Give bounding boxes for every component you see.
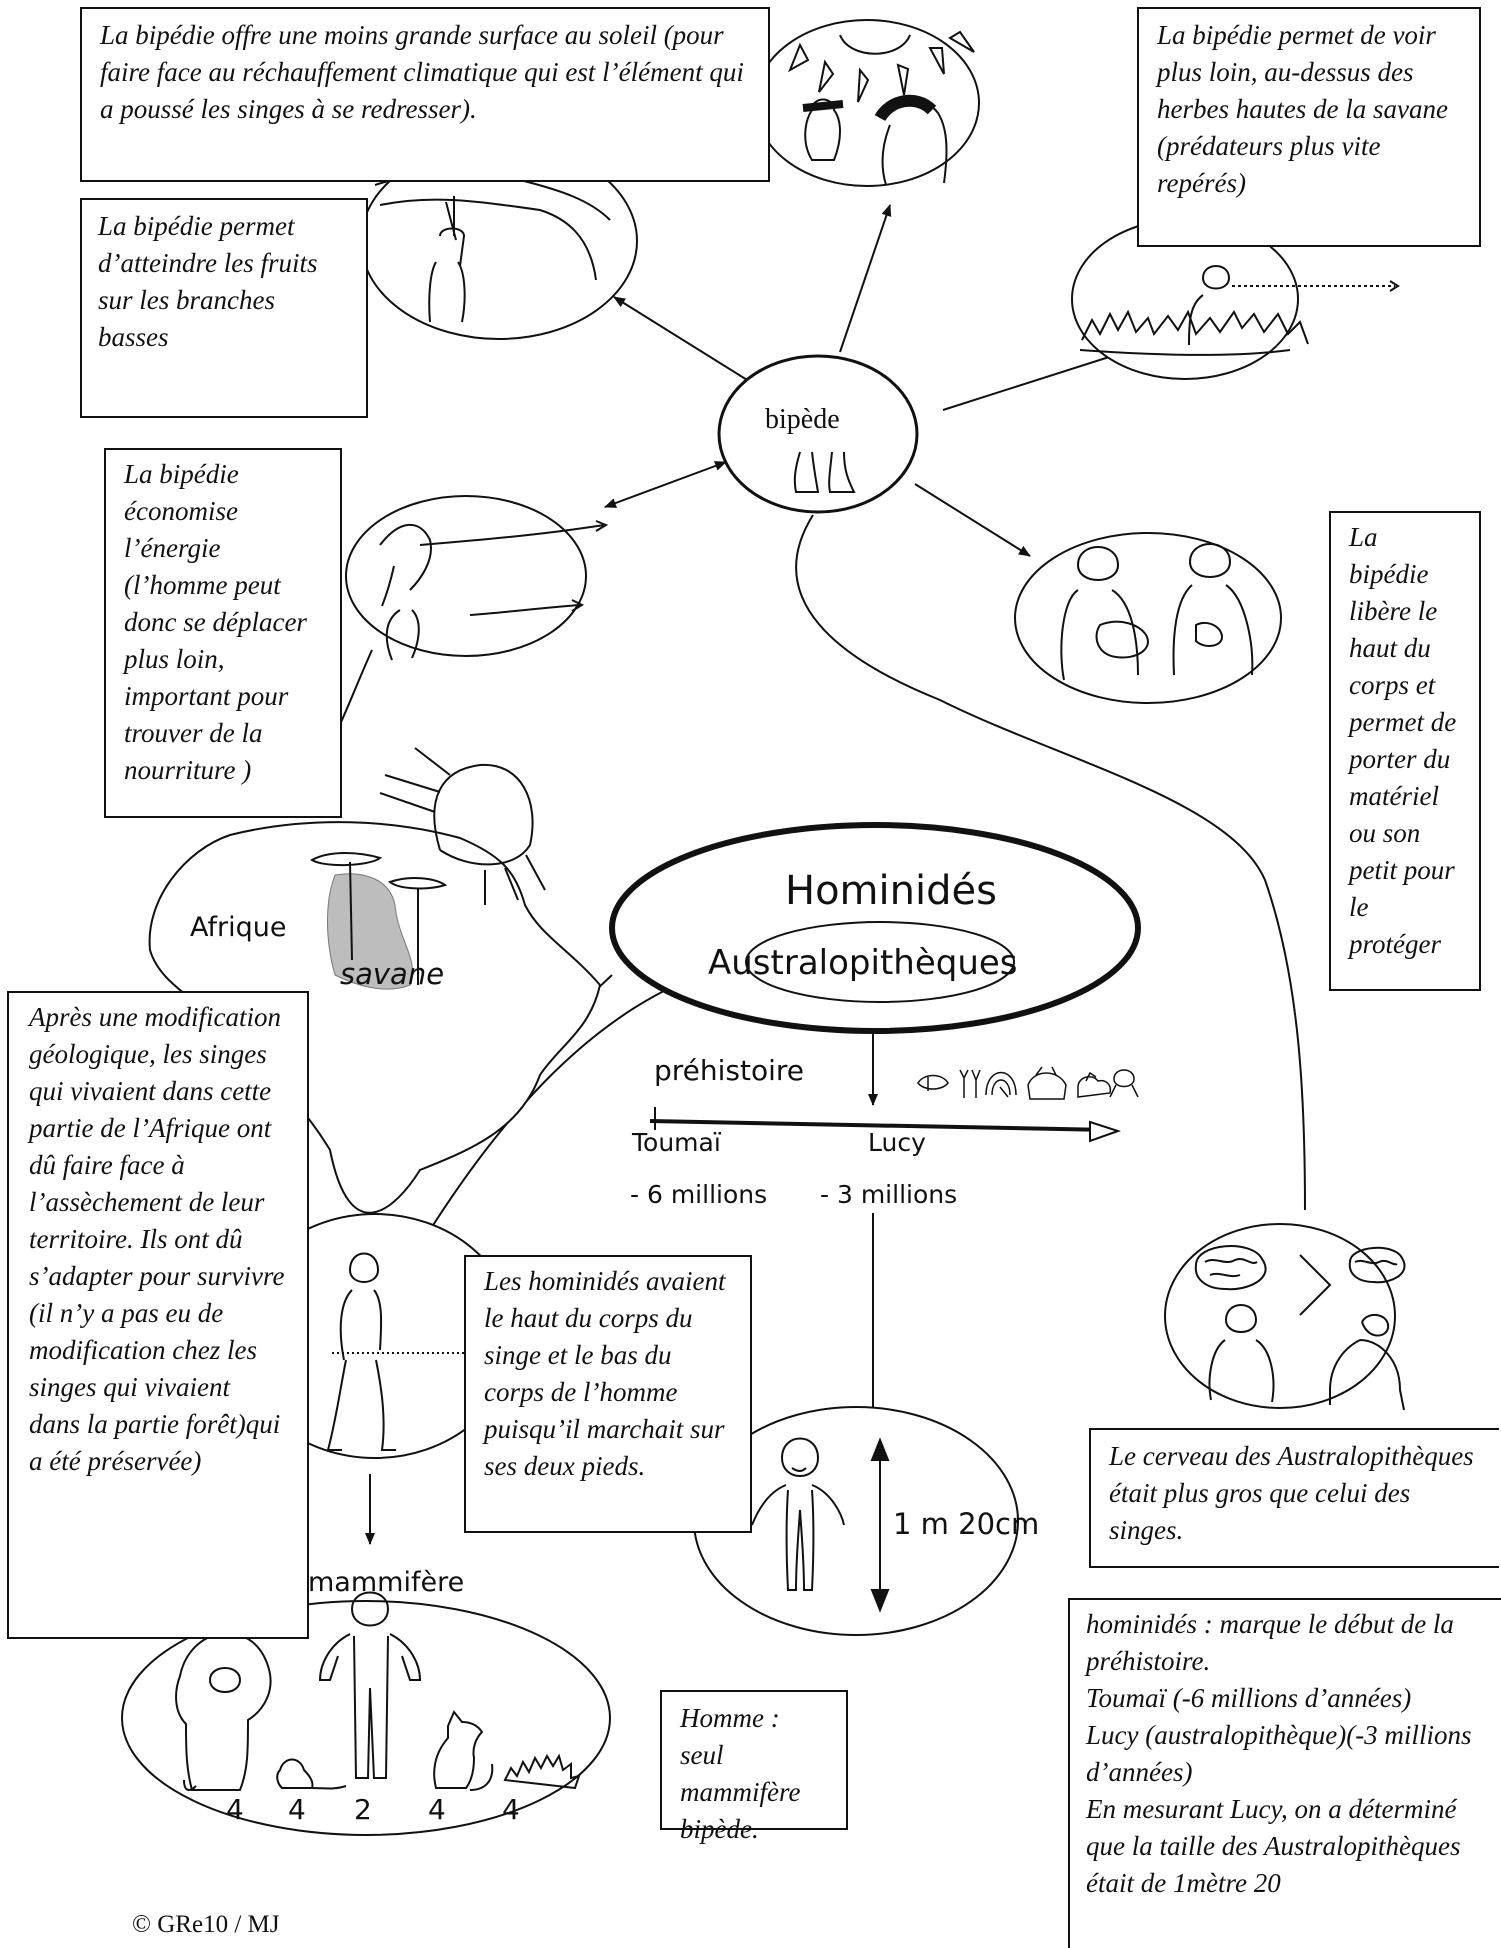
timeline-axis	[649, 1119, 1111, 1132]
leg-count-human: 2	[354, 1793, 372, 1826]
arrow-to-see	[942, 348, 1132, 411]
prehistoire-label: préhistoire	[654, 1054, 805, 1087]
sun-icon	[379, 747, 546, 905]
leg-count-cat: 4	[428, 1793, 446, 1826]
walking-figures-icon	[379, 520, 609, 661]
cat-icon	[433, 1710, 494, 1791]
carry-ellipse	[1014, 532, 1282, 704]
leg-count-lion: 4	[226, 1793, 244, 1826]
bipede-node	[717, 354, 919, 514]
toumai-label: Toumaï	[632, 1128, 721, 1157]
standing-person-icon	[751, 1437, 845, 1591]
height-label: 1 m 20cm	[893, 1507, 1040, 1541]
australopitheques-label: Australopithèques	[708, 943, 1018, 983]
box-fruit: La bipédie permet d’atteindre les fruits…	[80, 198, 368, 418]
sun-and-figures-icon	[788, 30, 975, 186]
box-geo: Après une modification géologique, les s…	[7, 991, 309, 1639]
afrique-label: Afrique	[190, 912, 287, 943]
box-mammal: Homme : seul mammifère bipède.	[660, 1690, 848, 1844]
leg-count-hedgehog: 4	[502, 1793, 520, 1826]
timeline-arrowhead	[1089, 1120, 1122, 1143]
box-energy: La bipédie économise l’énergie (l’homme …	[104, 448, 342, 818]
arrow-energy-double	[604, 461, 727, 508]
savane-label: savane	[340, 957, 445, 991]
bipede-label: bipède	[765, 404, 840, 435]
africa-map-icon	[148, 821, 602, 1214]
box-summary: hominidés : marque le début de la préhis…	[1068, 1598, 1501, 1948]
box-sun: La bipédie offre une moins grande surfac…	[80, 7, 770, 182]
box-see: La bipédie permet de voir plus loin, au-…	[1137, 7, 1481, 247]
mammifere-label: mammifère	[308, 1567, 465, 1598]
tool-icons	[917, 1066, 1139, 1100]
height-arrow	[870, 1437, 890, 1613]
brain-icon	[1194, 1245, 1406, 1316]
australopitheques-inner-node	[745, 921, 1015, 1003]
box-free: La bipédie libère le haut du corps et pe…	[1329, 511, 1481, 991]
minus6-label: - 6 millions	[630, 1180, 768, 1209]
ellipses	[121, 19, 1396, 1836]
carrying-mother-icon	[1060, 543, 1254, 681]
arrow-to-fruit	[613, 296, 753, 384]
minus3-label: - 3 millions	[820, 1180, 958, 1209]
box-body: Les hominidés avaient le haut du corps d…	[464, 1255, 752, 1533]
feet-icon	[793, 451, 856, 493]
lucy-label: Lucy	[868, 1128, 926, 1157]
copyright-label: © GRe10 / MJ	[132, 1911, 280, 1938]
tree-icon	[310, 852, 448, 985]
leg-count-mouse: 4	[288, 1793, 306, 1826]
hedgehog-icon	[503, 1753, 581, 1790]
arrow-to-carry	[914, 483, 1031, 557]
ape-icon	[1208, 1304, 1405, 1411]
box-brain: Le cerveau des Australopithèques était p…	[1089, 1428, 1499, 1568]
energy-ellipse	[345, 495, 587, 657]
mammal-person-icon	[318, 1591, 422, 1779]
line-hominides-to-human	[429, 984, 677, 1231]
hominides-title: Hominidés	[785, 868, 997, 914]
lookout-person-icon	[1079, 265, 1400, 356]
line-to-brain	[795, 514, 1306, 1211]
mouse-icon	[276, 1758, 347, 1790]
arrow-to-sun	[839, 204, 892, 353]
